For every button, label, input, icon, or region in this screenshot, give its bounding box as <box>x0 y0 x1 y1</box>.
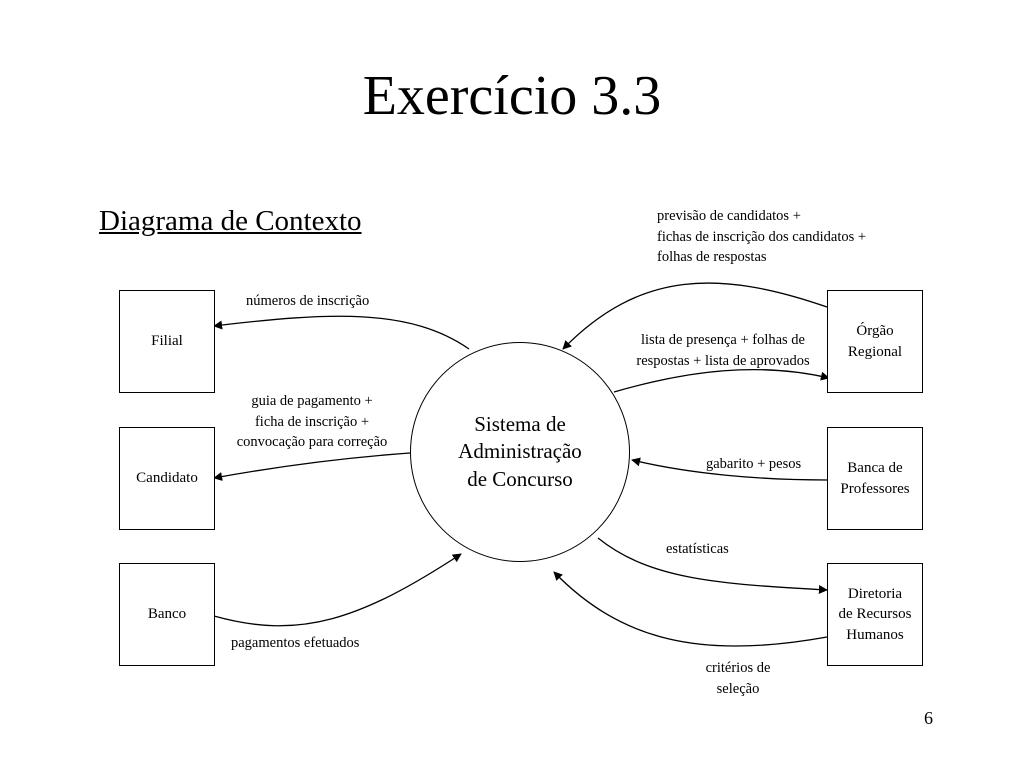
entity-orgao-regional: Órgão Regional <box>827 290 923 393</box>
flow-label-criterios-selecao: critérios de seleção <box>705 660 771 697</box>
page-number: 6 <box>924 708 933 728</box>
diagram-subtitle: Diagrama de Contexto <box>99 205 362 237</box>
arrow-guia-pagamento <box>213 452 411 481</box>
flow-label-guia-pagamento: guia de pagamento + ficha de inscrição +… <box>236 393 388 451</box>
entity-candidato: Candidato <box>119 427 215 530</box>
flow-label-previsao-candidatos: previsão de candidatos + fichas de inscr… <box>657 208 867 266</box>
flow-label-numeros-inscricao: números de inscrição <box>246 293 370 309</box>
flow-label-pagamentos-efetuados: pagamentos efetuados <box>231 635 360 651</box>
entity-banca-professores: Banca de Professores <box>827 427 923 530</box>
slide-title: Exercício 3.3 <box>362 65 662 127</box>
arrow-gabarito-pesos <box>631 457 828 481</box>
process-sistema-concurso: Sistema de Administração de Concurso <box>410 342 630 562</box>
arrow-pagamentos-efetuados <box>213 553 462 627</box>
entity-filial: Filial <box>119 290 215 393</box>
arrow-numeros-inscricao <box>213 315 470 350</box>
arrow-lista-presenca <box>613 368 830 393</box>
entity-banco: Banco <box>119 563 215 666</box>
flow-label-lista-presenca: lista de presença + folhas de respostas … <box>636 332 810 369</box>
arrow-criterios-selecao <box>553 571 828 647</box>
flow-label-estatisticas: estatísticas <box>666 541 729 557</box>
flow-label-gabarito-pesos: gabarito + pesos <box>706 456 802 472</box>
arrow-previsao-candidatos <box>562 282 828 350</box>
arrow-estatisticas <box>597 537 828 595</box>
entity-diretoria-rh: Diretoria de Recursos Humanos <box>827 563 923 666</box>
